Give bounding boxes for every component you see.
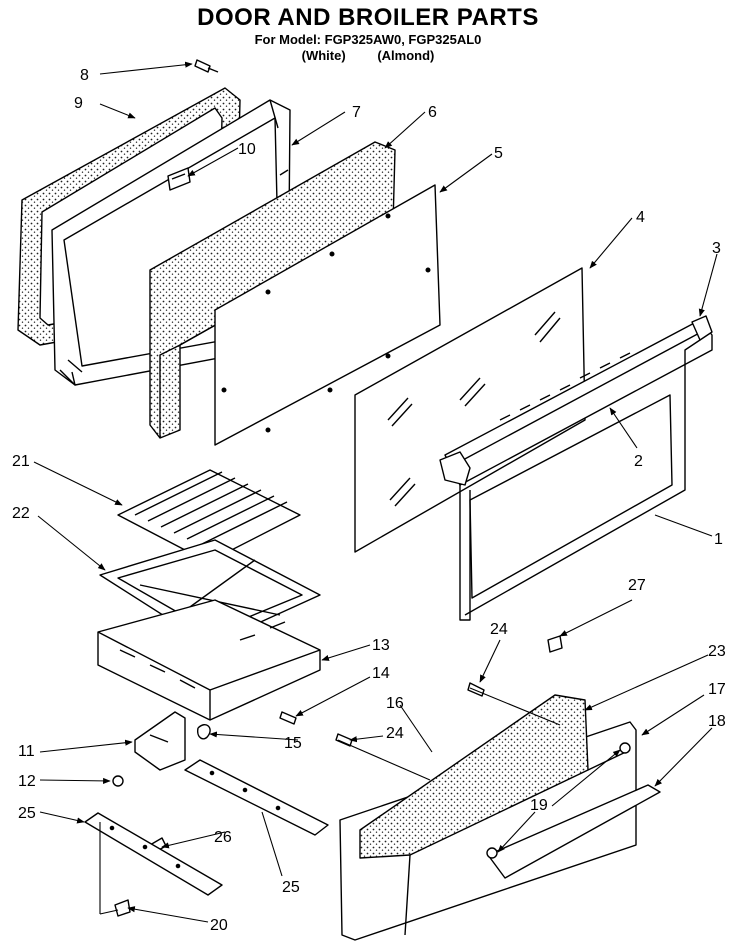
callout-27: 27 bbox=[628, 577, 646, 594]
top-fastener bbox=[547, 635, 563, 653]
callout-20: 20 bbox=[210, 917, 228, 934]
callout-7: 7 bbox=[352, 104, 361, 121]
leader-lines bbox=[33, 61, 718, 923]
callout-26: 26 bbox=[214, 829, 232, 846]
callout-18: 18 bbox=[708, 713, 726, 730]
door-frame bbox=[439, 315, 713, 621]
callout-15: 15 bbox=[284, 735, 302, 752]
top-screw bbox=[194, 59, 219, 73]
callout-4: 4 bbox=[636, 209, 645, 226]
callout-1: 1 bbox=[714, 531, 723, 548]
callout-2: 2 bbox=[634, 453, 643, 470]
callout-14: 14 bbox=[372, 665, 390, 682]
diagram-title: DOOR AND BROILER PARTS bbox=[197, 4, 539, 31]
variant-almond: (Almond) bbox=[377, 48, 435, 63]
door-screw-upper bbox=[467, 682, 485, 697]
callout-22: 22 bbox=[12, 505, 30, 522]
door-screw-lower bbox=[335, 733, 353, 747]
callout-21: 21 bbox=[12, 453, 30, 470]
callout-8: 8 bbox=[80, 67, 89, 84]
drawer-screw bbox=[279, 711, 297, 725]
callout-17: 17 bbox=[708, 681, 726, 698]
callout-13: 13 bbox=[372, 637, 390, 654]
broiler-handle bbox=[487, 784, 661, 879]
inner-glass-panel bbox=[214, 184, 441, 446]
callout-16: 16 bbox=[386, 695, 404, 712]
color-variants: (White) (Almond) bbox=[0, 48, 736, 63]
side-bracket bbox=[134, 711, 186, 771]
callout-25a: 25 bbox=[18, 805, 36, 822]
callout-3: 3 bbox=[712, 240, 721, 257]
handle-screw-left bbox=[486, 847, 498, 859]
clip-part bbox=[167, 167, 191, 191]
slide-rail-upper bbox=[184, 759, 329, 836]
callout-23: 23 bbox=[708, 643, 726, 660]
callout-25b: 25 bbox=[282, 879, 300, 896]
callout-numbers: 8 9 7 6 10 5 4 3 2 1 21 22 27 24 13 23 1… bbox=[12, 67, 726, 934]
slide-rail-lower bbox=[84, 812, 223, 896]
callout-5: 5 bbox=[494, 145, 503, 162]
broiler-grid bbox=[117, 469, 301, 563]
callout-9: 9 bbox=[74, 95, 83, 112]
callout-6: 6 bbox=[428, 104, 437, 121]
callout-19: 19 bbox=[530, 797, 548, 814]
model-line: For Model: FGP325AW0, FGP325AL0 bbox=[254, 32, 482, 47]
callout-11: 11 bbox=[18, 743, 35, 760]
bottom-screw bbox=[114, 899, 131, 917]
broiler-drawer bbox=[97, 599, 321, 721]
handle-screw-right bbox=[619, 742, 631, 754]
variant-white: (White) bbox=[301, 48, 346, 63]
spring-clip bbox=[196, 724, 211, 740]
washer bbox=[112, 775, 124, 787]
outer-glass bbox=[354, 267, 586, 553]
callout-10: 10 bbox=[238, 141, 256, 158]
broiler-door-assembly bbox=[339, 694, 637, 941]
callout-12: 12 bbox=[18, 773, 36, 790]
callout-24a: 24 bbox=[490, 621, 508, 638]
callout-24b: 24 bbox=[386, 725, 404, 742]
